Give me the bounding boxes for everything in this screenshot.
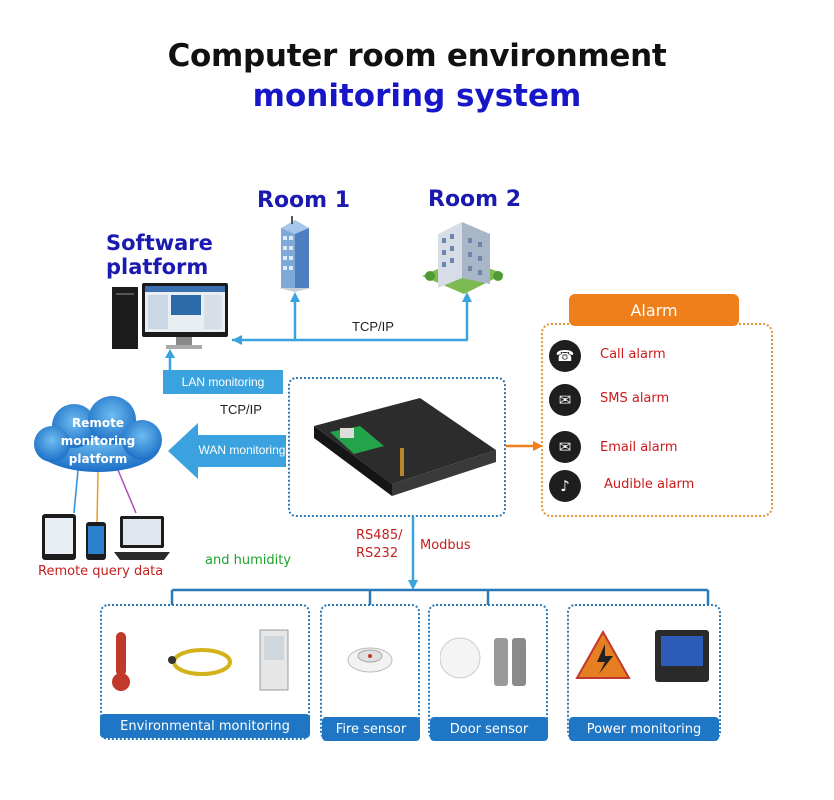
bus-arrow — [408, 580, 418, 590]
humidity-note: and humidity — [205, 553, 291, 568]
fire-sensor-label: Fire sensor — [322, 717, 420, 741]
cloud-line-1: Remote — [71, 416, 124, 430]
door-sensor-icon — [440, 637, 526, 686]
environmental-sensors-icons — [112, 629, 289, 691]
lan-arrow — [165, 349, 175, 358]
room-2-label: Room 2 — [428, 187, 522, 212]
gateway-frame — [288, 377, 506, 517]
phone-icon: ☎ — [549, 340, 581, 372]
rs485-label: RS485/ — [356, 528, 403, 543]
title-line-1: Computer room environment — [167, 38, 667, 74]
call-alarm-label: Call alarm — [600, 347, 666, 362]
alarm-arrow — [533, 441, 543, 451]
door-sensor-label: Door sensor — [430, 717, 548, 741]
tcpip-mid-label: TCP/IP — [220, 402, 262, 417]
email-alarm-label: Email alarm — [600, 440, 678, 455]
environmental-monitoring-label: Environmental monitoring — [100, 714, 310, 738]
sms-icon: ✉ — [549, 384, 581, 416]
gateway-device-icon — [314, 398, 496, 496]
wan-monitoring-link: WAN monitoring — [198, 443, 286, 457]
software-platform-line-1: Software — [106, 231, 213, 255]
computer-icon — [112, 283, 228, 349]
title-line-2: monitoring system — [252, 78, 582, 114]
building-icon-room-1 — [279, 216, 311, 292]
power-monitoring-icons — [575, 629, 709, 682]
alarm-header: Alarm — [569, 294, 739, 326]
modbus-label: Modbus — [420, 538, 471, 553]
cloud-label: Remote monitoring platform — [40, 414, 156, 468]
remote-query-label: Remote query data — [38, 564, 164, 579]
cloud-line-2: monitoring — [60, 434, 136, 448]
building-icon-room-2 — [422, 222, 504, 294]
software-platform-line-2: platform — [106, 255, 209, 279]
audible-alarm-label: Audible alarm — [604, 477, 695, 492]
room1-arrow — [290, 292, 300, 302]
remote-devices-icon — [42, 514, 170, 560]
email-icon: ✉ — [549, 431, 581, 463]
room2-arrow — [462, 292, 472, 302]
tcpip-arrow-left — [232, 335, 242, 345]
sms-alarm-label: SMS alarm — [600, 391, 670, 406]
power-monitoring-label: Power monitoring — [569, 717, 719, 741]
cloud-icon — [34, 396, 162, 472]
lan-monitoring-link: LAN monitoring — [163, 370, 283, 394]
bell-icon: ♪ — [549, 470, 581, 502]
environmental-monitoring-panel — [100, 604, 310, 740]
cloud-line-3: platform — [68, 452, 128, 466]
wan-arrow-shape — [168, 423, 286, 479]
room-1-label: Room 1 — [257, 188, 351, 213]
software-platform-label: Software platform — [106, 231, 213, 279]
rs232-label: RS232 — [356, 546, 399, 561]
tcpip-top-label: TCP/IP — [352, 319, 394, 334]
fire-sensor-icon — [347, 647, 393, 673]
